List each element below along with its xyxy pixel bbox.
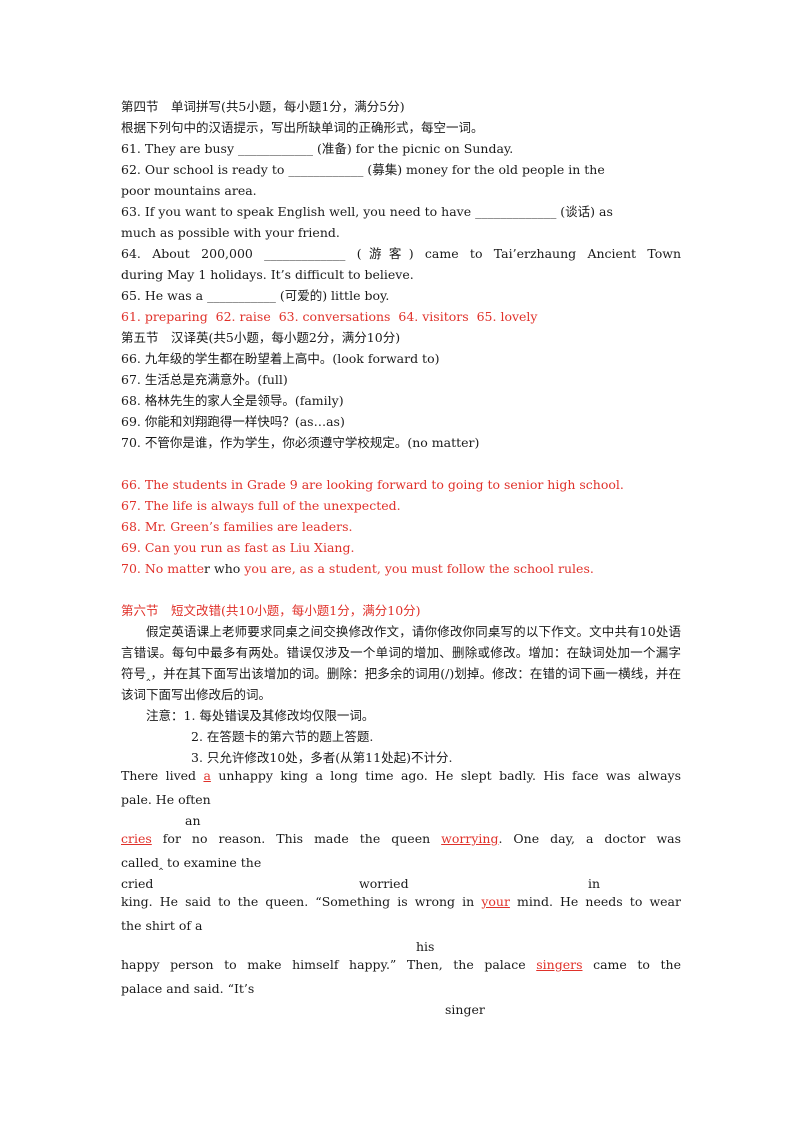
passage-line-4-cont: palace and said. “It’s xyxy=(121,981,255,996)
section-6-title-score: (共10小题，每小题1分，满分10分) xyxy=(221,603,421,618)
question-62-cont: poor mountains area. xyxy=(121,183,257,198)
question-64-cont: during May 1 holidays. It’s difficult to… xyxy=(121,267,414,282)
answer-68: 68. Mr. Green’s families are leaders. xyxy=(121,519,353,534)
correction-row-2: cried worried in xyxy=(121,873,681,894)
correction-an: an xyxy=(185,813,201,828)
question-68: 68. 格林先生的家人全是领导。(family) xyxy=(121,393,344,408)
section-6-instruction: 假定英语课上老师要求同桌之间交换修改作文，请你修改你同桌写的以下作文。文中共有1… xyxy=(121,624,681,702)
passage-text: . One day, a doctor was xyxy=(498,831,681,846)
correction-row-3: his xyxy=(121,936,681,957)
question-64: 64. About 200,000 _____________ (游客) cam… xyxy=(121,246,681,261)
answer-70-part2: r who xyxy=(204,561,241,576)
answer-70-part1: 70. No matte xyxy=(121,561,205,576)
answer-67: 67. The life is always full of the unexp… xyxy=(121,498,401,513)
section-6-title: 第六节 短文改错(共10小题，每小题1分，满分10分) xyxy=(121,600,681,621)
error-cries: cries xyxy=(121,831,152,846)
passage-text: king. He said to the queen. “Something i… xyxy=(121,894,482,909)
passage-text: happy person to make himself happy.” The… xyxy=(121,957,537,972)
error-a: a xyxy=(203,768,211,783)
correction-in: in xyxy=(588,876,601,891)
answer-66-part1: 66. The stud xyxy=(121,477,201,492)
question-70: 70. 不管你是谁，作为学生，你必须遵守学校规定。(no matter) xyxy=(121,435,480,450)
passage-line-4: happy person to make himself happy.” The… xyxy=(121,957,681,978)
question-65: 65. He was a ___________ (可爱的) little bo… xyxy=(121,288,390,303)
note-2: 2. 在答题卡的第六节的题上答题. xyxy=(191,729,374,744)
passage-line-1-cont: pale. He often xyxy=(121,792,211,807)
passage-text: There lived xyxy=(121,768,204,783)
passage-line-2-cont: called‸ to examine the xyxy=(121,855,262,870)
section-4-answers: 61. preparing 62. raise 63. conversation… xyxy=(121,309,538,324)
correction-his: his xyxy=(416,939,435,954)
section-4-instruction: 根据下列句中的汉语提示，写出所缺单词的正确形式，每空一词。 xyxy=(121,120,484,135)
question-66: 66. 九年级的学生都在盼望着上高中。(look forward to) xyxy=(121,351,440,366)
error-worrying: worrying xyxy=(441,831,499,846)
answer-66: 66. The students in Grade 9 are looking … xyxy=(121,474,681,495)
question-62: 62. Our school is ready to ____________ … xyxy=(121,162,605,177)
passage-line-1: There lived a unhappy king a long time a… xyxy=(121,768,681,789)
question-69: 69. 你能和刘翔跑得一样快吗？(as…as) xyxy=(121,414,345,429)
question-63: 63. If you want to speak English well, y… xyxy=(121,204,613,219)
question-63-cont: much as possible with your friend. xyxy=(121,225,340,240)
correction-row-1: an xyxy=(121,810,681,831)
error-singers: singers xyxy=(536,957,583,972)
correction-worried: worried xyxy=(359,876,409,891)
passage-text: unhappy king a long time ago. He slept b… xyxy=(210,768,681,783)
note-3: 3. 只允许修改10处，多者(从第11处起)不计分. xyxy=(191,750,453,765)
worksheet-page: 第四节 单词拼写(共5小题，每小题1分，满分5分) 根据下列句中的汉语提示，写出… xyxy=(121,96,681,1020)
passage-line-3-cont: the shirt of a xyxy=(121,918,203,933)
section-6-title-label: 第六节 短文改错 xyxy=(121,603,222,618)
passage-text: for no reason. This made the queen xyxy=(151,831,442,846)
section-5-title: 第五节 汉译英(共5小题，每小题2分，满分10分) xyxy=(121,330,401,345)
question-67: 67. 生活总是充满意外。(full) xyxy=(121,372,288,387)
error-your: your xyxy=(481,894,510,909)
answer-70-part3: you are, as a student, you must follow t… xyxy=(240,561,594,576)
answer-70: 70. No matter who you are, as a student,… xyxy=(121,558,681,579)
answer-69: 69. Can you run as fast as Liu Xiang. xyxy=(121,540,355,555)
section-4-title: 第四节 单词拼写(共5小题，每小题1分，满分5分) xyxy=(121,99,405,114)
correction-singer: singer xyxy=(445,1002,485,1017)
passage-line-3: king. He said to the queen. “Something i… xyxy=(121,894,681,915)
passage-text: mind. He needs to wear xyxy=(509,894,681,909)
answer-66-part2: ents in Grade 9 are looking forward to g… xyxy=(200,477,624,492)
passage-line-2: cries for no reason. This made the queen… xyxy=(121,831,681,852)
correction-cried: cried xyxy=(121,876,154,891)
question-61: 61. They are busy ____________ (准备) for … xyxy=(121,141,514,156)
passage-text: came to the xyxy=(582,957,681,972)
correction-row-4: singer xyxy=(121,999,681,1020)
note-1: 注意：1. 每处错误及其修改均仅限一词。 xyxy=(146,708,375,723)
